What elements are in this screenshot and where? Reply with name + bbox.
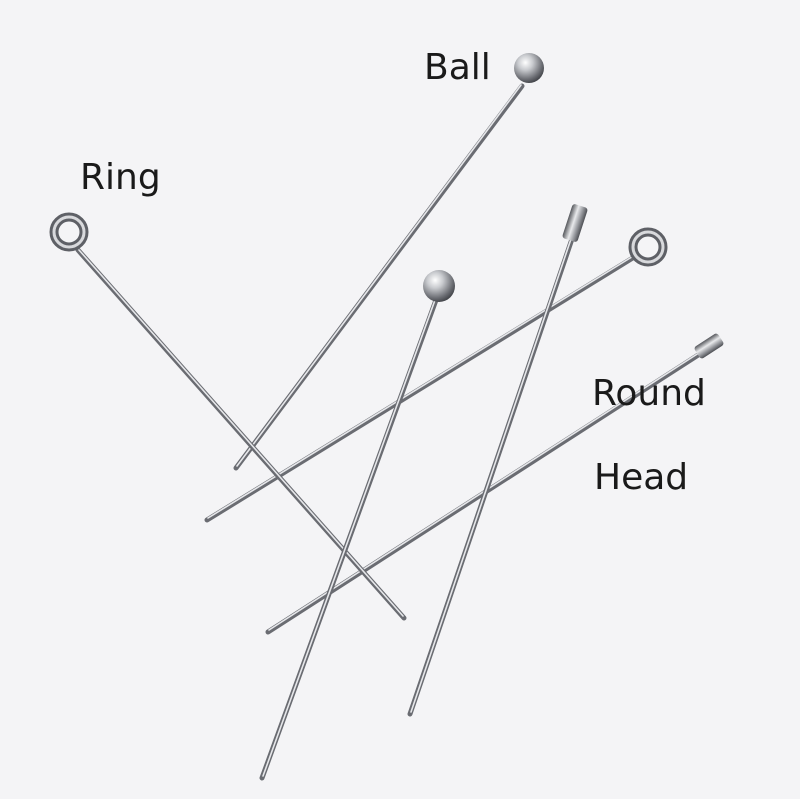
ring-pick-left [49, 212, 407, 621]
ball-pick-long [233, 53, 544, 471]
label-round: Round [592, 373, 706, 414]
ball-pick-short [259, 270, 455, 781]
round-head-pick-long [407, 204, 588, 717]
label-ring: Ring [80, 157, 161, 198]
label-ball: Ball [424, 47, 491, 88]
label-head: Head [594, 457, 689, 498]
